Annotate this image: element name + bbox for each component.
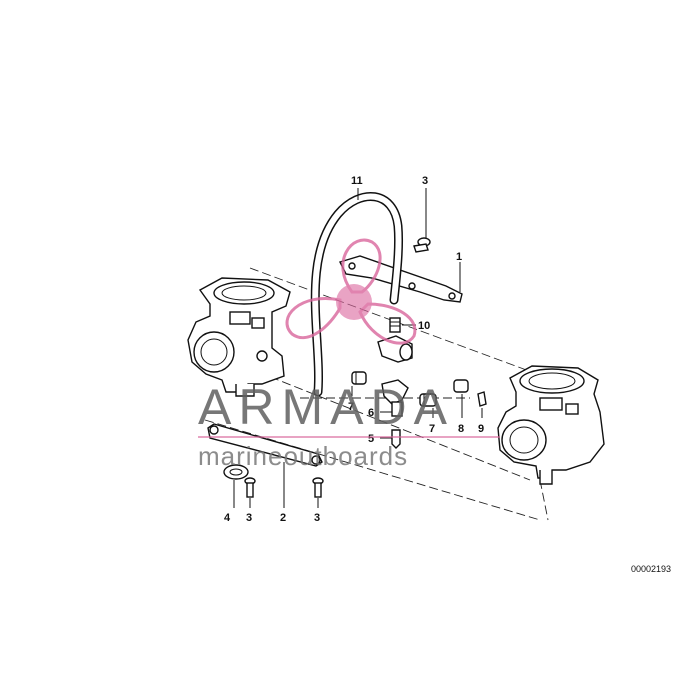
watermark-tagline: marineoutboards	[198, 441, 408, 471]
callout-3-bottom-right: 3	[314, 512, 320, 524]
screw-bottom-right-part-3	[312, 477, 324, 498]
callout-9: 9	[478, 423, 484, 435]
callout-labels: 11 3 1 10 7 6 5 7 8 9 4 3 2 3	[224, 175, 484, 524]
connector-part-7-left	[351, 371, 367, 385]
callout-10: 10	[418, 320, 430, 332]
callout-6: 6	[368, 407, 374, 419]
washer-part-4	[223, 464, 249, 480]
clip-part-9	[477, 391, 487, 407]
fitting-part-5	[391, 429, 401, 449]
callout-3-bottom-left: 3	[246, 512, 252, 524]
bracket-part-1	[339, 255, 463, 303]
callout-7-left: 7	[348, 401, 354, 413]
callout-1: 1	[456, 251, 462, 263]
right-carburetor	[497, 365, 605, 485]
callout-11: 11	[351, 175, 363, 187]
connector-part-8	[453, 379, 469, 393]
callout-2: 2	[280, 512, 286, 524]
callout-5: 5	[368, 433, 374, 445]
callout-4: 4	[224, 512, 231, 524]
diagram-reference-number: 00002193	[631, 564, 671, 574]
nipple-part-10	[389, 317, 401, 333]
screw-top-part-3	[413, 237, 431, 253]
armada-watermark: ARMADA marineoutboards	[198, 238, 500, 471]
left-carburetor	[187, 277, 291, 397]
propeller-logo	[285, 238, 417, 345]
fitting-part-6	[381, 379, 409, 417]
callout-7-right: 7	[429, 423, 435, 435]
linkage-rod-part-2	[207, 423, 323, 467]
connector-part-7-right	[419, 393, 437, 407]
callout-8: 8	[458, 423, 464, 435]
leader-lines	[233, 188, 483, 508]
watermark-brand: ARMADA	[198, 379, 454, 435]
callout-3-top: 3	[422, 175, 428, 187]
screw-bottom-left-part-3	[244, 477, 256, 498]
